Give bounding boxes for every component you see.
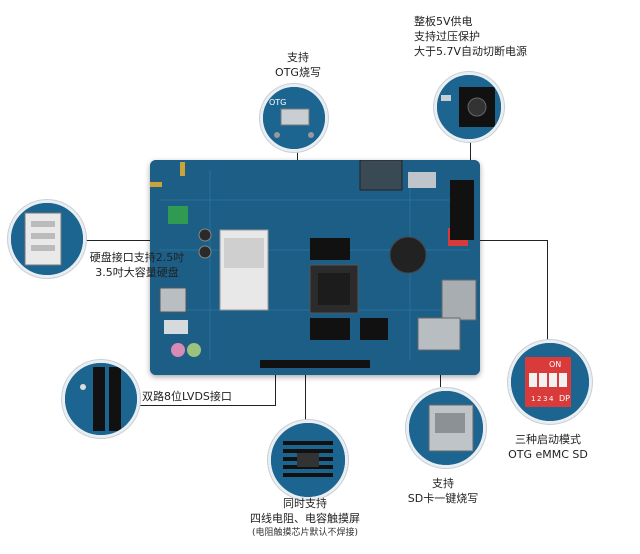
dip-num-1: 1 <box>531 395 535 403</box>
lvds-callout-line1: 双路8位LVDS接口 <box>142 390 232 403</box>
boot-callout-line2: OTG eMMC SD <box>508 448 588 461</box>
otg-callout-text: 支持 OTG烧写 <box>258 50 338 80</box>
otg-callout-line1: 支持 <box>287 51 309 64</box>
power-callout-line3: 大于5.7V自动切断电源 <box>414 45 528 58</box>
touch-callout-line3: (电阻触摸芯片默认不焊接) <box>251 528 359 538</box>
power-leader-line <box>470 120 471 190</box>
hdd-callout-line2: 3.5吋大容量硬盘 <box>95 266 179 279</box>
lvds-leader-line-v <box>275 350 276 406</box>
hdd-callout-text: 硬盘接口支持2.5吋 3.5吋大容量硬盘 <box>82 250 192 280</box>
hdd-leader-line <box>82 240 192 241</box>
boot-leader-line-h <box>470 240 548 241</box>
boot-zoom-circle: ON DP 1 2 3 4 <box>508 340 592 424</box>
otg-zoom-circle: OTG <box>260 84 328 152</box>
dip-dp-text: DP <box>559 394 570 403</box>
dip-on-text: ON <box>549 360 561 369</box>
power-callout-line1: 整板5V供电 <box>414 15 473 28</box>
dip-num-2: 2 <box>537 395 541 403</box>
dev-board-graphic <box>150 160 480 375</box>
boot-callout-text: 三种启动模式 OTG eMMC SD <box>500 432 596 462</box>
sd-zoom-circle <box>406 388 486 468</box>
otg-silkscreen: OTG <box>269 98 286 107</box>
boot-leader-line-v <box>547 240 548 340</box>
power-callout-text: 整板5V供电 支持过压保护 大于5.7V自动切断电源 <box>414 14 527 59</box>
power-callout-line2: 支持过压保护 <box>414 30 480 43</box>
boot-callout-line1: 三种启动模式 <box>515 433 581 446</box>
dip-num-3: 3 <box>543 395 547 403</box>
dev-board <box>150 160 480 375</box>
touch-callout-line1: 同时支持 <box>283 497 327 510</box>
hdd-zoom-circle <box>8 200 86 278</box>
touch-callout-text: 同时支持 四线电阻、电容触摸屏 (电阻触摸芯片默认不焊接) <box>244 496 366 541</box>
hdd-callout-line1: 硬盘接口支持2.5吋 <box>89 251 185 264</box>
touch-leader-line <box>305 365 306 420</box>
sd-callout-text: 支持 SD卡一键烧写 <box>398 476 488 506</box>
lvds-callout-text: 双路8位LVDS接口 <box>142 389 232 404</box>
lvds-leader-line-h <box>138 405 275 406</box>
dip-num-4: 4 <box>549 395 554 403</box>
sd-callout-line1: 支持 <box>432 477 454 490</box>
touch-callout-line2: 四线电阻、电容触摸屏 <box>250 512 360 525</box>
power-zoom-circle <box>434 72 504 142</box>
touch-zoom-circle <box>268 420 348 500</box>
lvds-zoom-circle <box>62 360 140 438</box>
otg-callout-line2: OTG烧写 <box>275 66 321 79</box>
sd-callout-line2: SD卡一键烧写 <box>407 492 479 505</box>
